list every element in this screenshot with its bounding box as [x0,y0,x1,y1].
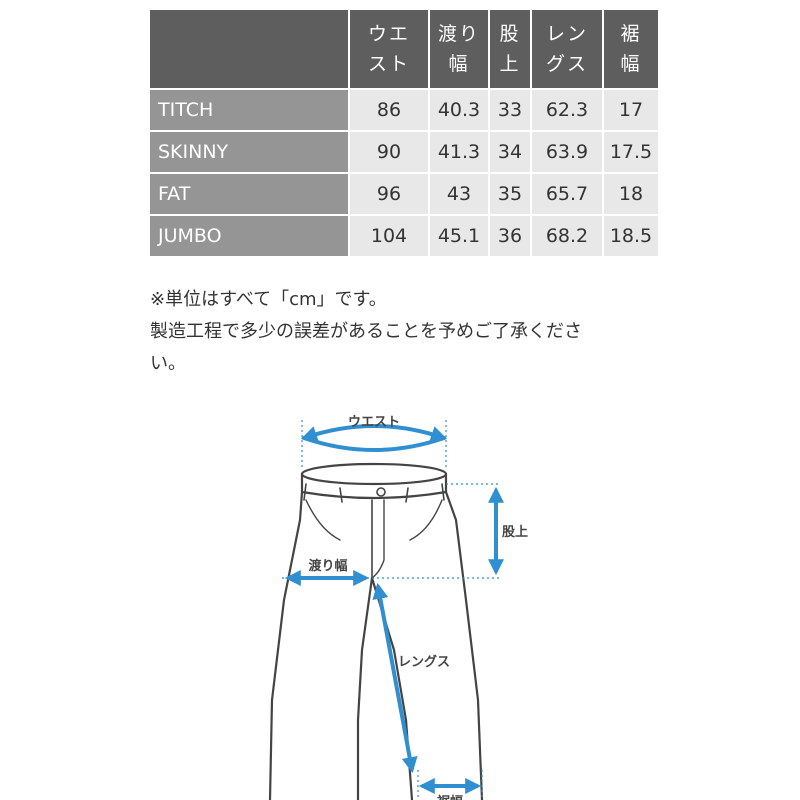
header-hem: 裾幅 [604,10,658,88]
length-label: レングス [398,654,450,670]
rise-label: 股上 [502,525,528,540]
notes: ※単位はすべて「cm」です。 製造工程で多少の誤差があることを予めご了承ください… [150,284,650,380]
cell-thigh: 43 [430,174,488,214]
thigh-label: 渡り幅 [308,558,347,574]
table-row: TITCH 86 40.3 33 62.3 17 [150,90,658,130]
cell-length: 63.9 [532,132,602,172]
cell-waist: 90 [350,132,428,172]
header-rise: 股上 [490,10,530,88]
cell-waist: 86 [350,90,428,130]
button-icon [376,487,386,497]
hem-label: 裾幅 [437,794,463,800]
cell-rise: 36 [490,216,530,256]
pants-outline [268,462,484,800]
table-row: FAT 96 43 35 65.7 18 [150,174,658,214]
cell-waist: 104 [350,216,428,256]
cell-thigh: 41.3 [430,132,488,172]
header-corner [150,10,348,88]
cell-length: 65.7 [532,174,602,214]
table-row: SKINNY 90 41.3 34 63.9 17.5 [150,132,658,172]
cell-rise: 35 [490,174,530,214]
length-arrow [372,582,418,774]
table-row: JUMBO 104 45.1 36 68.2 18.5 [150,216,658,256]
unit-note: ※単位はすべて「cm」です。 [150,289,387,310]
cell-thigh: 45.1 [430,216,488,256]
cell-length: 68.2 [532,216,602,256]
header-waist: ウエスト [350,10,428,88]
waist-label: ウエスト [348,415,400,430]
cell-hem: 18.5 [604,216,658,256]
cell-length: 62.3 [532,90,602,130]
header-thigh: 渡り幅 [430,10,488,88]
cell-thigh: 40.3 [430,90,488,130]
tolerance-note: 製造工程で多少の誤差があることを予めご了承ください。 [150,321,582,374]
row-label: FAT [150,174,348,214]
header-length: レングス [532,10,602,88]
row-label: SKINNY [150,132,348,172]
cell-waist: 96 [350,174,428,214]
cell-rise: 33 [490,90,530,130]
cell-hem: 17.5 [604,132,658,172]
row-label: JUMBO [150,216,348,256]
row-label: TITCH [150,90,348,130]
cell-hem: 18 [604,174,658,214]
cell-hem: 17 [604,90,658,130]
header-row: ウエスト 渡り幅 股上 レングス 裾幅 [150,10,658,88]
cell-rise: 34 [490,132,530,172]
size-table: ウエスト 渡り幅 股上 レングス 裾幅 TITCH 86 40.3 33 62.… [148,8,660,258]
waist-arrow [300,424,448,452]
